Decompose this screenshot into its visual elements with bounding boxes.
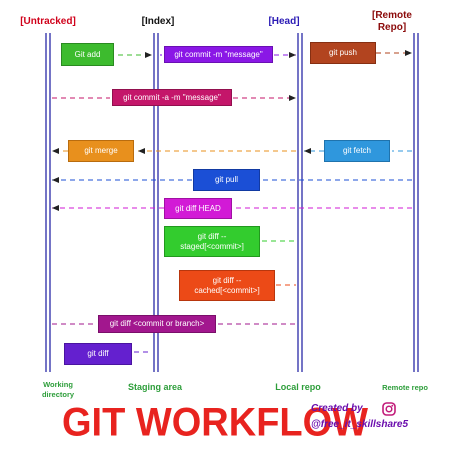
local-repo-footer: Local repo	[258, 382, 338, 393]
remote-repo-label: [Remote Repo]	[371, 10, 412, 33]
git-diff-commit-label: git diff <commit or branch>	[109, 319, 205, 328]
git-diff-box: git diff	[64, 343, 132, 365]
credit-created-by: Created by	[311, 403, 363, 414]
untracked-label: [Untracked]	[20, 16, 76, 27]
git-pull-label: git pull	[214, 175, 239, 184]
arrows	[52, 50, 412, 353]
git-pull-box: git pull	[193, 169, 260, 191]
staging-area-label: Staging area	[127, 382, 183, 392]
credit-handle: @free_it_skillshare5	[311, 419, 408, 430]
git-diff-staged-box: git diff --staged[<commit>]	[164, 226, 260, 257]
git-fetch-box: git fetch	[324, 140, 390, 162]
git-commit-label: git commit -m "message"	[174, 49, 263, 59]
git-commit-box: git commit -m "message"	[164, 46, 273, 63]
remote-repo-header: [Remote Repo]	[362, 10, 422, 34]
page-title: GIT WORKFLOW	[62, 400, 369, 446]
git-commit-a-box: git commit -a -m "message"	[112, 89, 232, 106]
instagram-icon	[382, 402, 396, 416]
untracked-header: [Untracked]	[8, 16, 88, 28]
git-add-box: Git add	[61, 43, 114, 66]
git-diff-cached-box: git diff --cached[<commit>]	[179, 270, 275, 301]
git-merge-box: git merge	[68, 140, 134, 162]
head-label: [Head]	[268, 16, 300, 27]
remote-repo-footer-label: Remote repo	[382, 383, 428, 392]
git-diff-head-label: git diff HEAD	[175, 203, 221, 213]
credit-handle-label: @free_it_skillshare5	[311, 419, 409, 430]
index-label: [Index]	[141, 16, 175, 27]
git-diff-staged-label: git diff --staged[<commit>]	[180, 231, 244, 251]
git-push-box: git push	[310, 42, 376, 64]
working-directory-footer: Working directory	[30, 380, 86, 400]
git-diff-cached-label: git diff --cached[<commit>]	[194, 275, 260, 295]
git-fetch-label: git fetch	[342, 146, 371, 155]
git-push-label: git push	[328, 48, 358, 57]
git-commit-a-label: git commit -a -m "message"	[123, 92, 221, 102]
working-directory-label: Working directory	[41, 380, 75, 399]
git-add-label: Git add	[74, 49, 101, 59]
index-header: [Index]	[118, 16, 198, 28]
credit-created-by-label: Created by	[311, 403, 363, 414]
git-diff-label: git diff	[87, 349, 109, 358]
git-diff-head-box: git diff HEAD	[164, 198, 232, 219]
git-diff-commit-box: git diff <commit or branch>	[98, 315, 216, 333]
git-merge-label: git merge	[84, 146, 118, 155]
staging-area-footer: Staging area	[115, 382, 195, 393]
remote-repo-footer: Remote repo	[368, 382, 442, 393]
head-header: [Head]	[244, 16, 324, 28]
local-repo-label: Local repo	[275, 382, 321, 392]
